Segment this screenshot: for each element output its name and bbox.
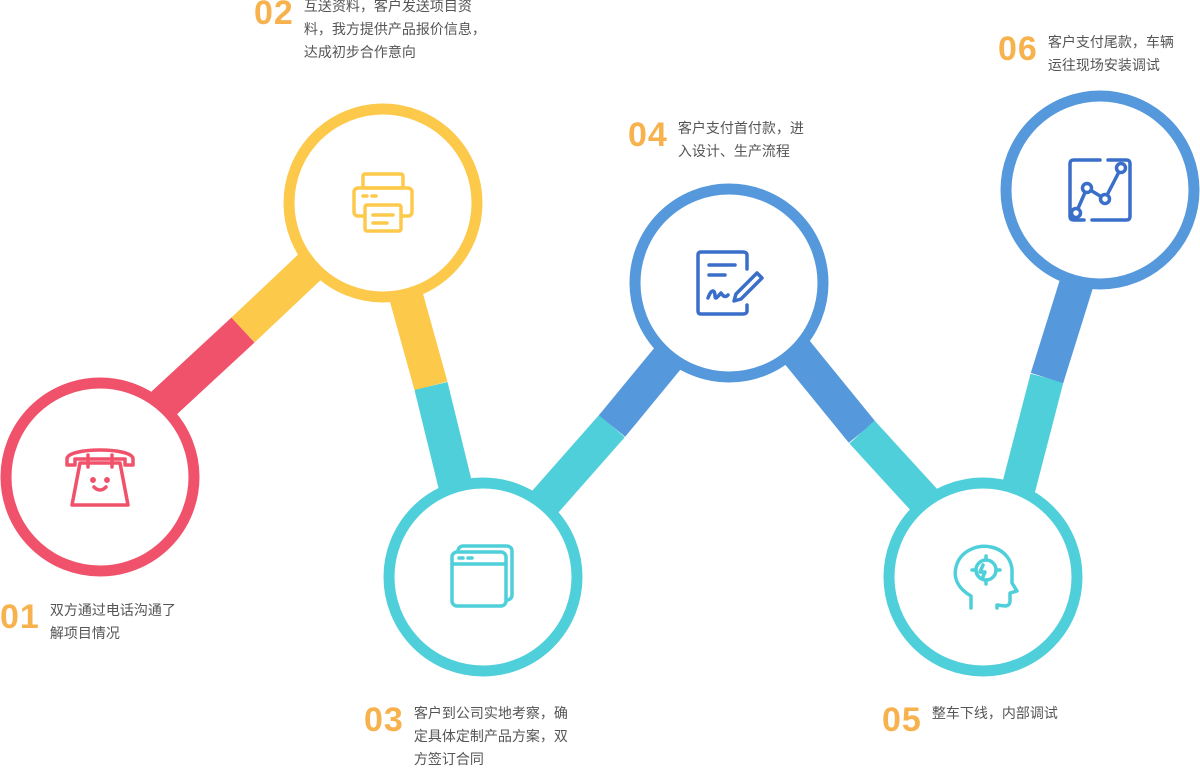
description-line: 客户到公司实地考察，确 [413, 706, 568, 722]
step-5-label: 05 整车下线，内部调试 [882, 703, 1058, 737]
head-gear-icon [953, 544, 1019, 610]
description-line: 料，我方提供产品报价信息， [303, 22, 486, 38]
connector-5-6-cyan [1001, 373, 1064, 495]
connector-1-2-red [151, 317, 255, 417]
description-line: 客户支付尾款，车辆 [1047, 35, 1174, 51]
step-number: 04 [628, 116, 668, 154]
description-line: 运往现场安装调试 [1047, 58, 1160, 74]
step-description: 互送资料，客户发送项目资 料，我方提供产品报价信息， 达成初步合作意向 [304, 0, 486, 65]
step-description: 客户到公司实地考察，确 定具体定制产品方案，双 方签订合同 [414, 703, 568, 772]
contract-sign-icon [696, 250, 764, 316]
description-line: 双方通过电话沟通了 [49, 603, 176, 619]
step-2-label: 02 互送资料，客户发送项目资 料，我方提供产品报价信息， 达成初步合作意向 [254, 0, 486, 65]
browser-windows-icon [450, 544, 514, 608]
connector-2-3-cyan [414, 381, 473, 493]
description-line: 达成初步合作意向 [303, 45, 416, 61]
line-chart-icon [1068, 158, 1132, 222]
step-description: 整车下线，内部调试 [932, 703, 1058, 726]
connector-3-4-cyan [532, 414, 625, 514]
connector-2-3-yellow [389, 291, 448, 391]
description-line: 互送资料，客户发送项目资 [303, 0, 472, 15]
connector-1-2-yellow [231, 249, 327, 343]
step-circles [0, 90, 1200, 677]
description-line: 定具体定制产品方案，双 [413, 729, 568, 745]
step-number: 01 [0, 598, 40, 636]
step-number: 06 [998, 30, 1038, 68]
connector-5-6-blue [1030, 276, 1094, 384]
description-line: 客户支付首付款，进 [677, 121, 804, 137]
step-3-label: 03 客户到公司实地考察，确 定具体定制产品方案，双 方签订合同 [364, 703, 568, 772]
step-description: 客户支付尾款，车辆 运往现场安装调试 [1048, 32, 1174, 78]
telephone-icon [65, 448, 135, 507]
step-6-label: 06 客户支付尾款，车辆 运往现场安装调试 [998, 32, 1174, 78]
step-4-circle [629, 183, 829, 383]
step-number: 05 [882, 701, 922, 739]
step-description: 客户支付首付款，进 入设计、生产流程 [678, 118, 804, 164]
step-1-circle [0, 377, 200, 577]
connector-4-5-cyan [849, 420, 939, 514]
step-1-label: 01 双方通过电话沟通了 解项目情况 [0, 600, 176, 646]
step-number: 03 [364, 701, 404, 739]
connector-4-5-blue [778, 335, 876, 443]
description-line: 方签订合同 [413, 752, 484, 768]
step-description: 双方通过电话沟通了 解项目情况 [50, 600, 176, 646]
connectors [151, 249, 1094, 514]
connector-3-4-blue [598, 347, 682, 437]
step-4-label: 04 客户支付首付款，进 入设计、生产流程 [628, 118, 804, 164]
description-line: 整车下线，内部调试 [931, 706, 1058, 722]
step-6-circle [1000, 90, 1200, 290]
step-2-circle [283, 103, 483, 303]
printer-icon [352, 172, 414, 233]
step-number: 02 [254, 0, 294, 32]
description-line: 入设计、生产流程 [677, 144, 790, 160]
description-line: 解项目情况 [49, 626, 120, 642]
